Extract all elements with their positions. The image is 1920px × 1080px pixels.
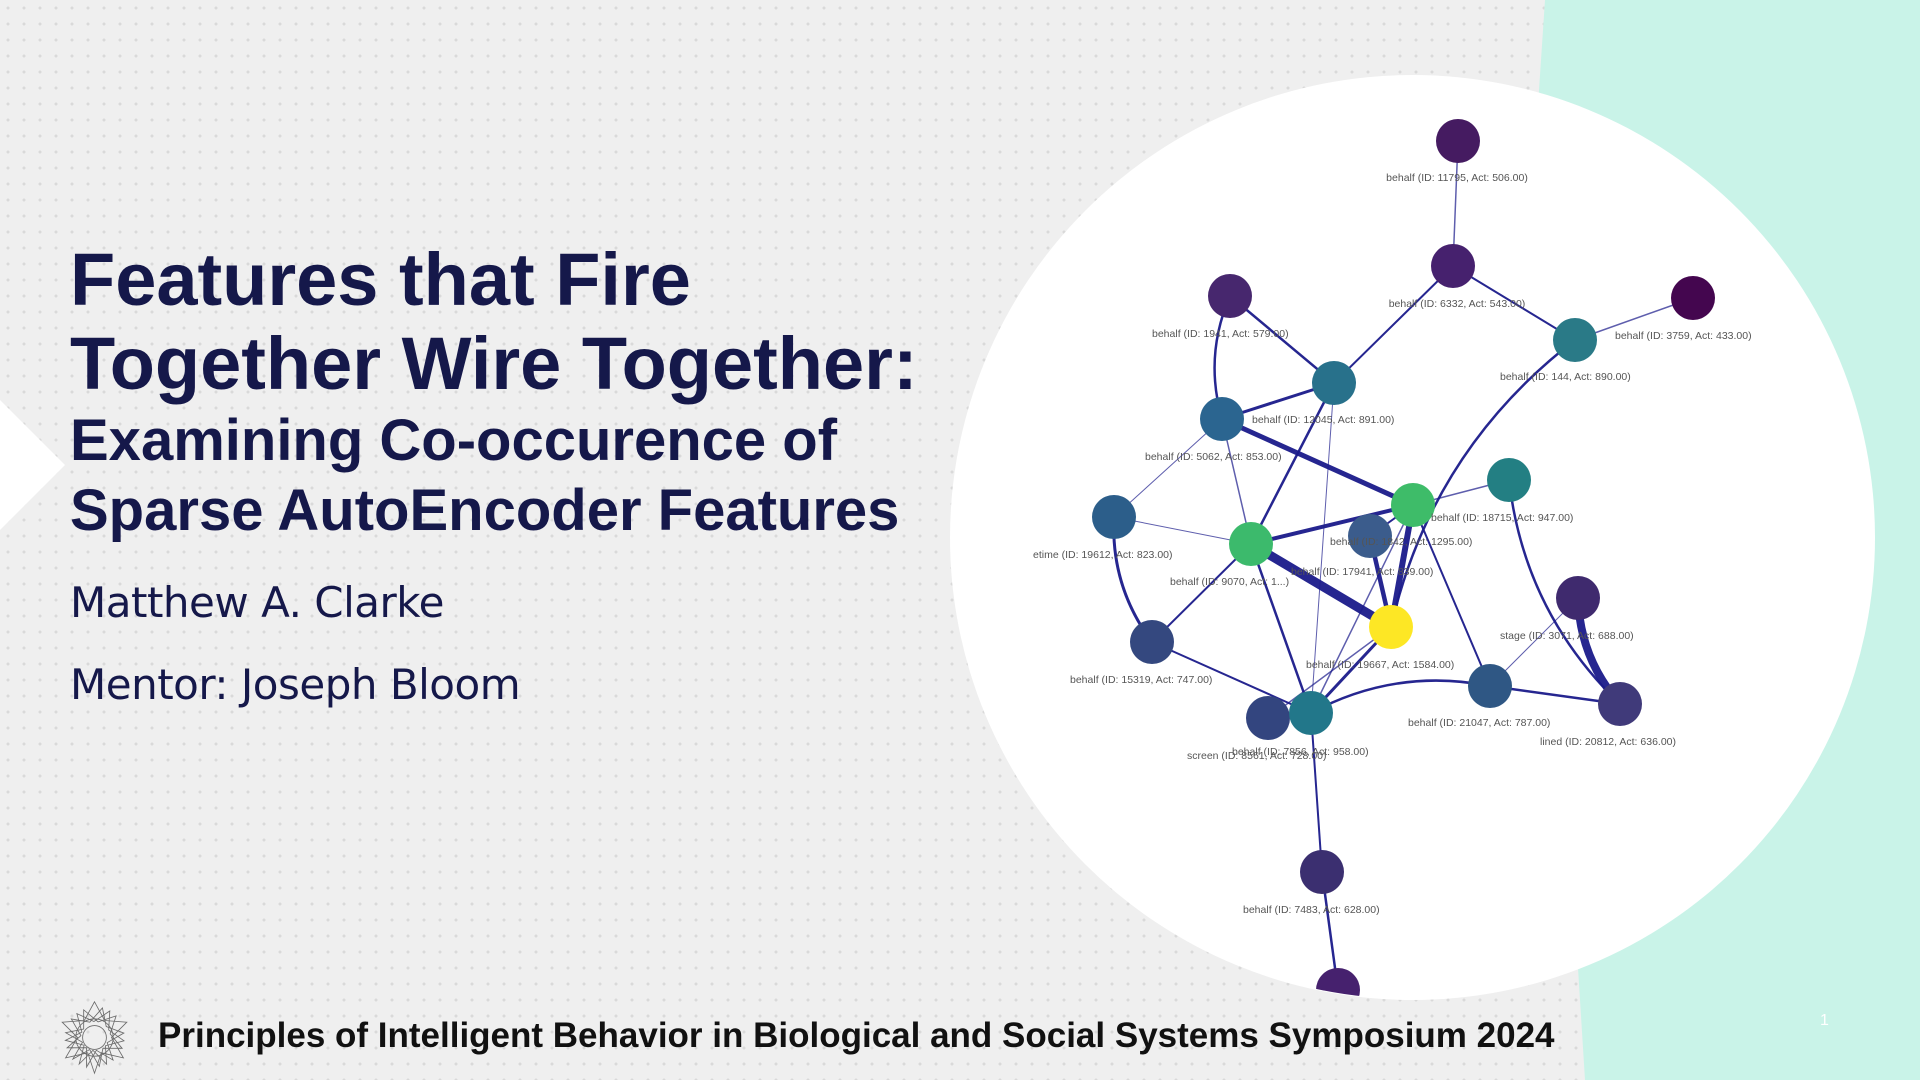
left-arrow-shape [0,400,65,530]
graph-edge [1391,340,1575,627]
subtitle-line-1: Examining Co-occurence of [70,408,838,473]
graph-node[interactable] [1556,576,1600,620]
graph-node[interactable] [1369,605,1413,649]
graph-node-label: screen (ID: 8561, Act: 728.00) [1187,750,1327,762]
graph-edge [1114,419,1222,517]
graph-node-label: behalf (ID: 9070, Act: 1...) [1170,576,1289,588]
graph-edge [1114,517,1251,544]
title-line-1: Features that Fire [70,238,691,321]
graph-node[interactable] [1289,691,1333,735]
graph-labels: behalf (ID: 11795, Act: 506.00) behalf (I… [1033,172,1752,916]
graph-node-label: behalf (ID: 1842, Act: 1295.00) [1330,536,1472,548]
graph-edge [1251,544,1311,713]
slide-subtitle: Examining Co-occurence of Sparse AutoEnc… [70,406,970,546]
author-name: Matthew A. Clarke [70,578,444,627]
graph-node[interactable] [1598,682,1642,726]
graph-node[interactable] [1092,495,1136,539]
graph-edge [1251,383,1334,544]
graph-edge [1311,505,1413,713]
title-line-2: Together Wire Together: [70,322,918,405]
graph-node[interactable] [1348,514,1392,558]
graph-node-label: etime (ID: 19612, Act: 823.00) [1033,549,1173,561]
graph-edge [1453,266,1575,340]
graph-node-label: behalf (ID: 1941, Act: 579.00) [1152,328,1289,340]
graph-edge [1311,713,1322,872]
graph-node[interactable] [1436,119,1480,163]
graph-node-label: behalf (ID: 7483, Act: 628.00) [1243,904,1380,916]
graph-edge [1152,544,1251,642]
graph-edge [1230,296,1334,383]
graph-node-label: behalf (ID: 7856, Act: 958.00) [1232,746,1369,758]
graph-node-label: behalf (ID: 17941, Act: 839.00) [1291,566,1433,578]
graph-node[interactable] [1229,522,1273,566]
graph-edge [1152,642,1311,713]
graph-node[interactable] [1391,483,1435,527]
graph-node[interactable] [1312,361,1356,405]
graph-edge [1251,544,1391,627]
graph-node-label: behalf (ID: 3759, Act: 433.00) [1615,330,1752,342]
graph-node-label: behalf (ID: 12045, Act: 891.00) [1252,414,1394,426]
graph-node[interactable] [1130,620,1174,664]
graph-node-label: behalf (ID: 144, Act: 890.00) [1500,371,1631,383]
graph-node[interactable] [1200,397,1244,441]
graph-node[interactable] [1300,850,1344,894]
graph-node-label: behalf (ID: 6332, Act: 543.00) [1389,298,1526,310]
graph-edge [1334,266,1453,383]
slide-title: Features that Fire Together Wire Togethe… [70,238,970,406]
graph-node-label: lined (ID: 20812, Act: 636.00) [1540,736,1676,748]
graph-node[interactable] [1246,696,1290,740]
subtitle-line-2: Sparse AutoEncoder Features [70,478,900,543]
mentor-name: Mentor: Joseph Bloom [70,660,521,709]
graph-node[interactable] [1316,968,1360,1012]
graph-node[interactable] [1553,318,1597,362]
symposium-logo-icon [61,1000,128,1075]
graph-node[interactable] [1431,244,1475,288]
graph-node-label: behalf (ID: 5062, Act: 853.00) [1145,451,1282,463]
graph-edge [1311,681,1490,713]
graph-node-label: behalf (ID: 19667, Act: 1584.00) [1306,659,1454,671]
graph-edge [1413,505,1490,686]
symposium-footer: Principles of Intelligent Behavior in Bi… [158,1016,1555,1055]
graph-edge [1509,480,1620,704]
graph-edge [1311,383,1334,713]
graph-node[interactable] [1208,274,1252,318]
graph-node[interactable] [1487,458,1531,502]
graph-node-label: behalf (ID: 11795, Act: 506.00) [1386,172,1528,184]
graph-circle-background [950,75,1875,1000]
graph-node-label: behalf (ID: 15319, Act: 747.00) [1070,674,1212,686]
graph-edge [1222,419,1413,505]
graph-node[interactable] [1671,276,1715,320]
graph-node-label: behalf (ID: 18715, Act: 947.00) [1431,512,1573,524]
title-block: Features that Fire Together Wire Togethe… [70,238,970,546]
graph-node-label: behalf (ID: 21047, Act: 787.00) [1408,717,1550,729]
graph-node-label: stage (ID: 3071, Act: 688.00) [1500,630,1634,642]
page-number: 1 [1820,1012,1829,1029]
graph-edge [1251,505,1413,544]
graph-node[interactable] [1468,664,1512,708]
